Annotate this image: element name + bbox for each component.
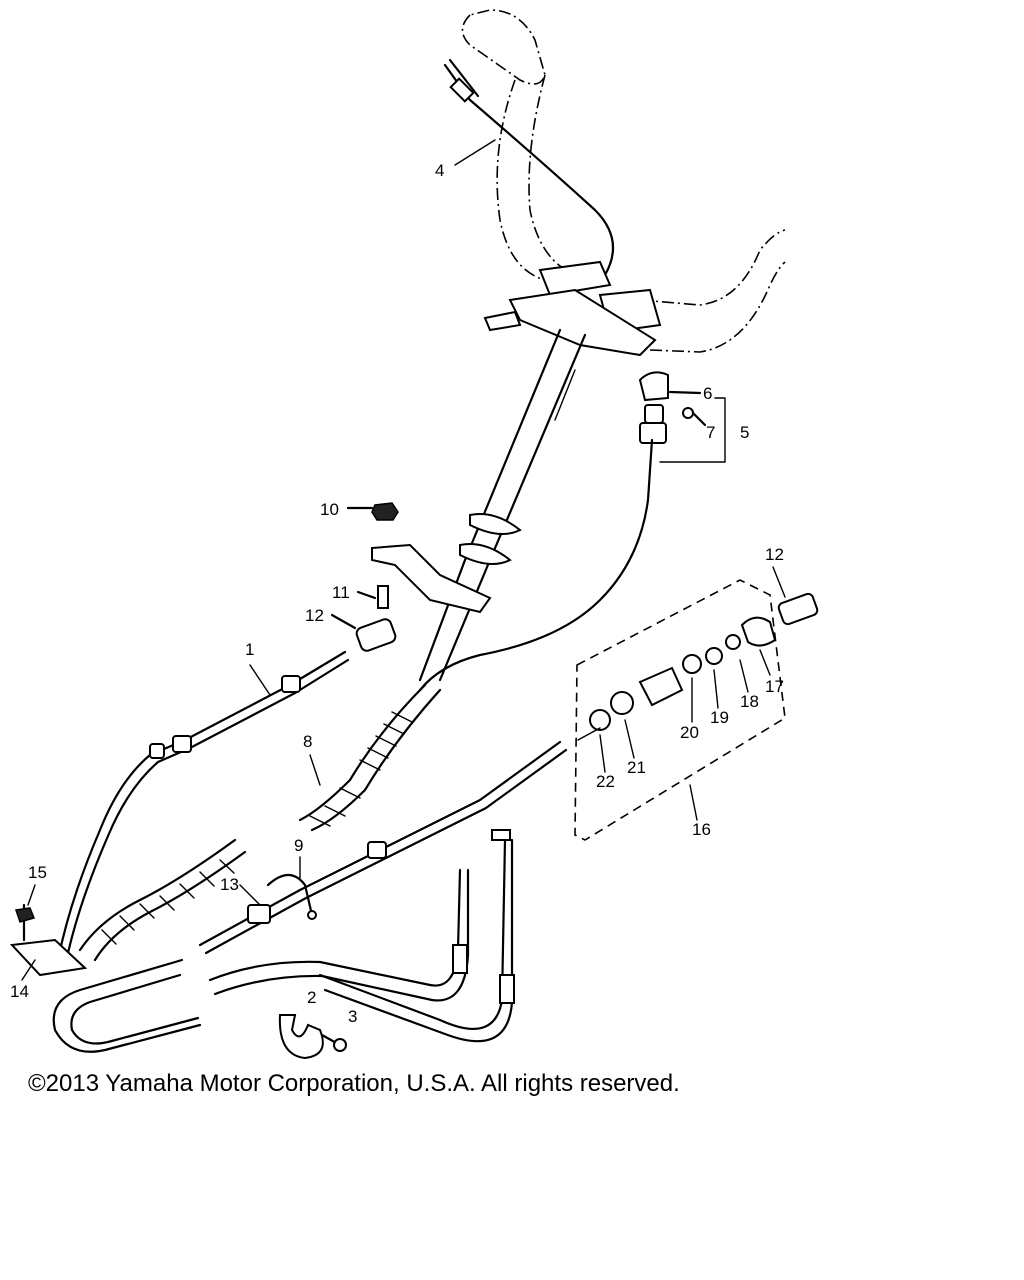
steering-column xyxy=(371,260,662,682)
callout-19: 19 xyxy=(710,708,729,727)
lower-cables xyxy=(52,829,515,1053)
callout-15: 15 xyxy=(28,863,47,882)
throttle-cable-4 xyxy=(443,58,615,277)
callout-17: 17 xyxy=(765,677,784,696)
cable-13 xyxy=(198,740,568,955)
callout-3: 3 xyxy=(348,1007,357,1026)
copyright-notice: ©2013 Yamaha Motor Corporation, U.S.A. A… xyxy=(28,1070,680,1097)
cable-1 xyxy=(56,650,350,964)
callout-10: 10 xyxy=(320,500,339,519)
callout-20: 20 xyxy=(680,723,699,742)
callout-14: 14 xyxy=(10,982,29,1001)
callout-21: 21 xyxy=(627,758,646,777)
fitting-11-12-left xyxy=(330,585,397,652)
callout-18: 18 xyxy=(740,692,759,711)
callout-7: 7 xyxy=(706,423,715,442)
callout-11: 11 xyxy=(332,583,350,602)
callout-5: 5 xyxy=(740,423,749,442)
cable-protector-8 xyxy=(78,683,442,962)
callout-2: 2 xyxy=(307,988,316,1007)
clamp-2-screw-3 xyxy=(278,1014,347,1060)
callout-16: 16 xyxy=(692,820,711,839)
callout-12-left: 12 xyxy=(305,606,324,625)
nut-10 xyxy=(346,502,399,521)
callout-22: 22 xyxy=(596,772,615,791)
callout-8: 8 xyxy=(303,732,312,751)
parts-exploded-diagram: 1 2 3 4 5 6 7 8 9 10 11 12 12 13 14 15 1… xyxy=(9,9,819,1060)
callout-1: 1 xyxy=(245,640,254,659)
handlebar xyxy=(461,9,786,353)
assembly-16 xyxy=(574,579,819,841)
callout-4: 4 xyxy=(435,161,444,180)
callout-9: 9 xyxy=(294,836,303,855)
bracket-14 xyxy=(9,903,88,977)
callout-13: 13 xyxy=(220,875,239,894)
leader-lines xyxy=(21,139,786,981)
callout-12-right: 12 xyxy=(765,545,784,564)
callout-labels: 1 2 3 4 5 6 7 8 9 10 11 12 12 13 14 15 1… xyxy=(10,161,784,1026)
callout-6: 6 xyxy=(703,384,712,403)
part-5-6-7-assembly xyxy=(418,371,726,692)
